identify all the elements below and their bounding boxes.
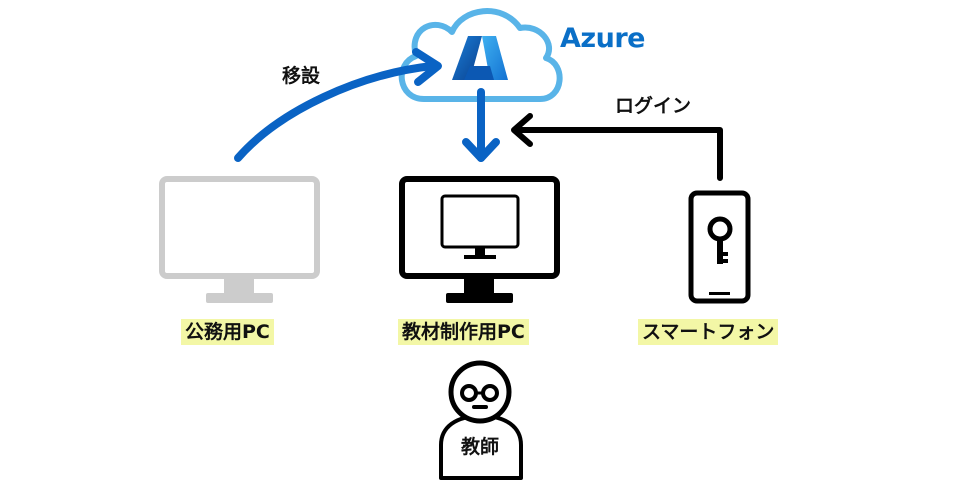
teacher-person-icon — [439, 360, 523, 480]
migrate-arrow — [234, 48, 442, 162]
smartphone-label: スマートフォン — [638, 319, 779, 345]
cloud-to-pc-arrow — [462, 88, 500, 162]
login-label: ログイン — [615, 95, 692, 117]
office-pc-icon — [159, 176, 320, 303]
key-icon — [707, 216, 733, 264]
teaching-pc-label: 教材制作用PC — [398, 319, 529, 345]
migrate-label: 移設 — [282, 65, 321, 87]
azure-logo-icon — [452, 36, 508, 80]
teacher-label: 教師 — [461, 436, 500, 458]
teaching-pc-icon — [399, 176, 560, 303]
azure-title: Azure — [560, 23, 645, 54]
login-arrow — [511, 113, 723, 181]
office-pc-label: 公務用PC — [181, 319, 274, 345]
cloud-icon — [398, 8, 563, 102]
